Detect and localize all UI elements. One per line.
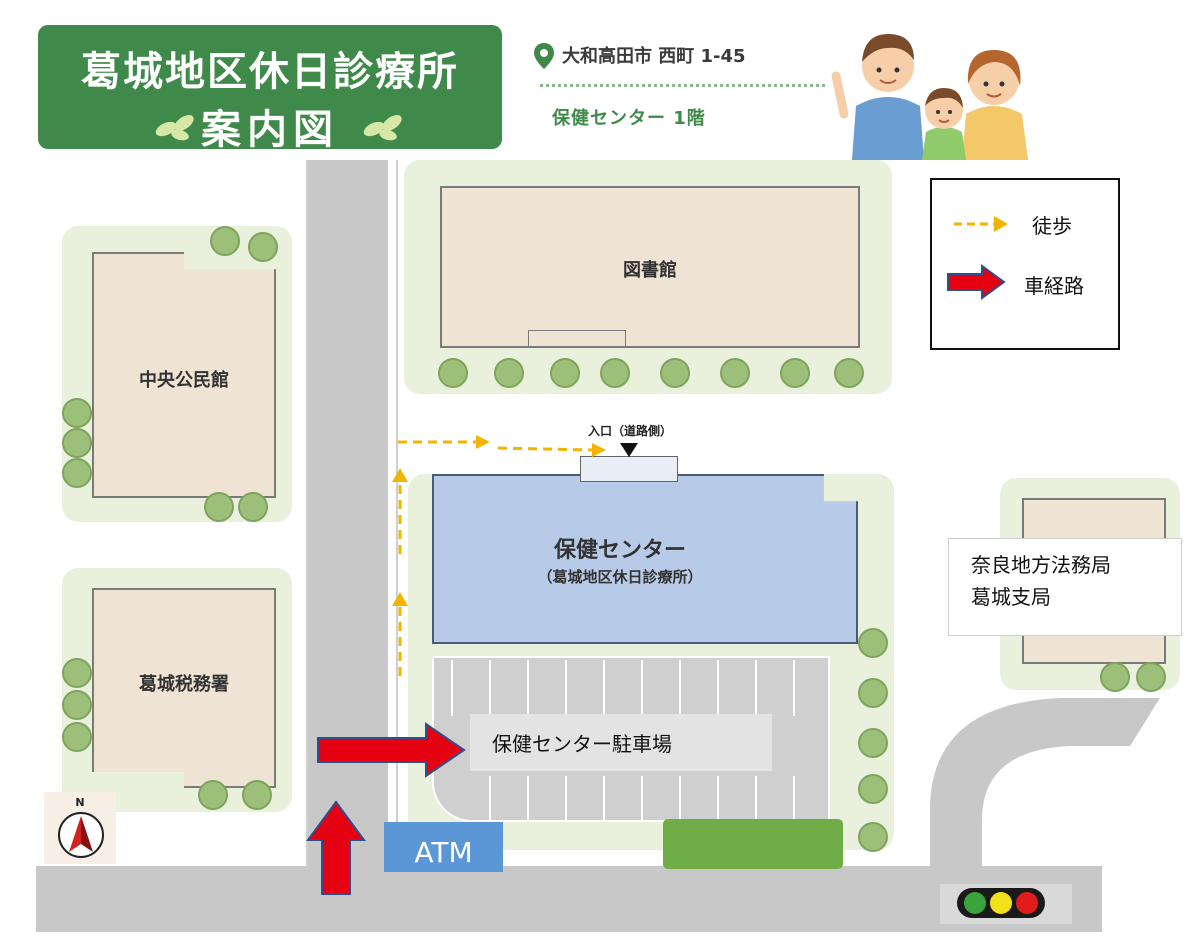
tree [834,358,864,388]
library-label: 図書館 [623,260,677,281]
tree [62,722,92,752]
entrance-label: 入口（道路側） [587,424,672,438]
tree [1136,662,1166,692]
family-illustration [831,34,1028,160]
walk-legend-icon [954,216,1008,232]
tree [1100,662,1130,692]
compass-north-label: N [75,796,85,809]
floor-text: 保健センター 1階 [552,108,706,129]
walking-route [392,435,606,676]
map-subtitle: 案内図 [201,107,339,153]
tree [210,226,240,256]
leaf-icon [363,115,402,141]
tree [660,358,690,388]
legend-box: 徒歩 車経路 [930,178,1120,350]
health-center-label: 保健センター [553,538,686,563]
road-horizontal [36,866,1102,932]
tree [858,774,888,804]
leaf-icon [155,115,194,141]
tree [600,358,630,388]
tree [62,658,92,688]
walk-legend-label: 徒歩 [1032,214,1072,238]
tree [858,728,888,758]
green-area [663,819,843,869]
legal-bureau-line2: 葛城支局 [971,585,1051,609]
legal-bureau-label: 奈良地方法務局 葛城支局 [948,538,1182,636]
car-route-arrow-right [317,722,466,778]
tree [62,428,92,458]
central-hall-label: 中央公民館 [139,370,229,391]
car-legend-icon [947,264,1006,300]
legal-bureau-line1: 奈良地方法務局 [971,553,1111,577]
tree [242,780,272,810]
tree [720,358,750,388]
compass-icon [58,812,104,858]
curved-road [930,698,1160,870]
traffic-light-icon [957,888,1045,918]
tree [62,458,92,488]
health-center-sublabel: （葛城地区休日診療所） [537,568,703,586]
tax-office-building [92,588,276,788]
tree [858,628,888,658]
tree [238,492,268,522]
car-legend-label: 車経路 [1024,274,1084,298]
tree [780,358,810,388]
dotted-divider [540,84,825,87]
tree [62,398,92,428]
address-text: 大和高田市 西町 1-45 [562,46,746,67]
atm-label: ATM [384,822,503,872]
parking-label: 保健センター駐車場 [470,714,772,771]
central-hall-building [92,252,276,498]
road-curb [396,160,398,866]
library-entrance [528,330,626,348]
triangle-down-icon [620,443,638,457]
health-center-building [432,474,858,644]
library-building [440,186,860,348]
tree [438,358,468,388]
road-curb [300,160,308,866]
tree [858,678,888,708]
tree [62,690,92,720]
tree [248,232,278,262]
tree [858,822,888,852]
map-title-banner: 葛城地区休日診療所 案内図 [38,25,502,153]
tree [198,780,228,810]
tree [204,492,234,522]
parking-lines [451,660,795,820]
map-title: 葛城地区休日診療所 [81,49,459,95]
tree [550,358,580,388]
tax-office-label: 葛城税務署 [139,674,229,695]
location-pin-icon [534,43,554,69]
tree [494,358,524,388]
car-route-arrow-up [306,800,366,895]
